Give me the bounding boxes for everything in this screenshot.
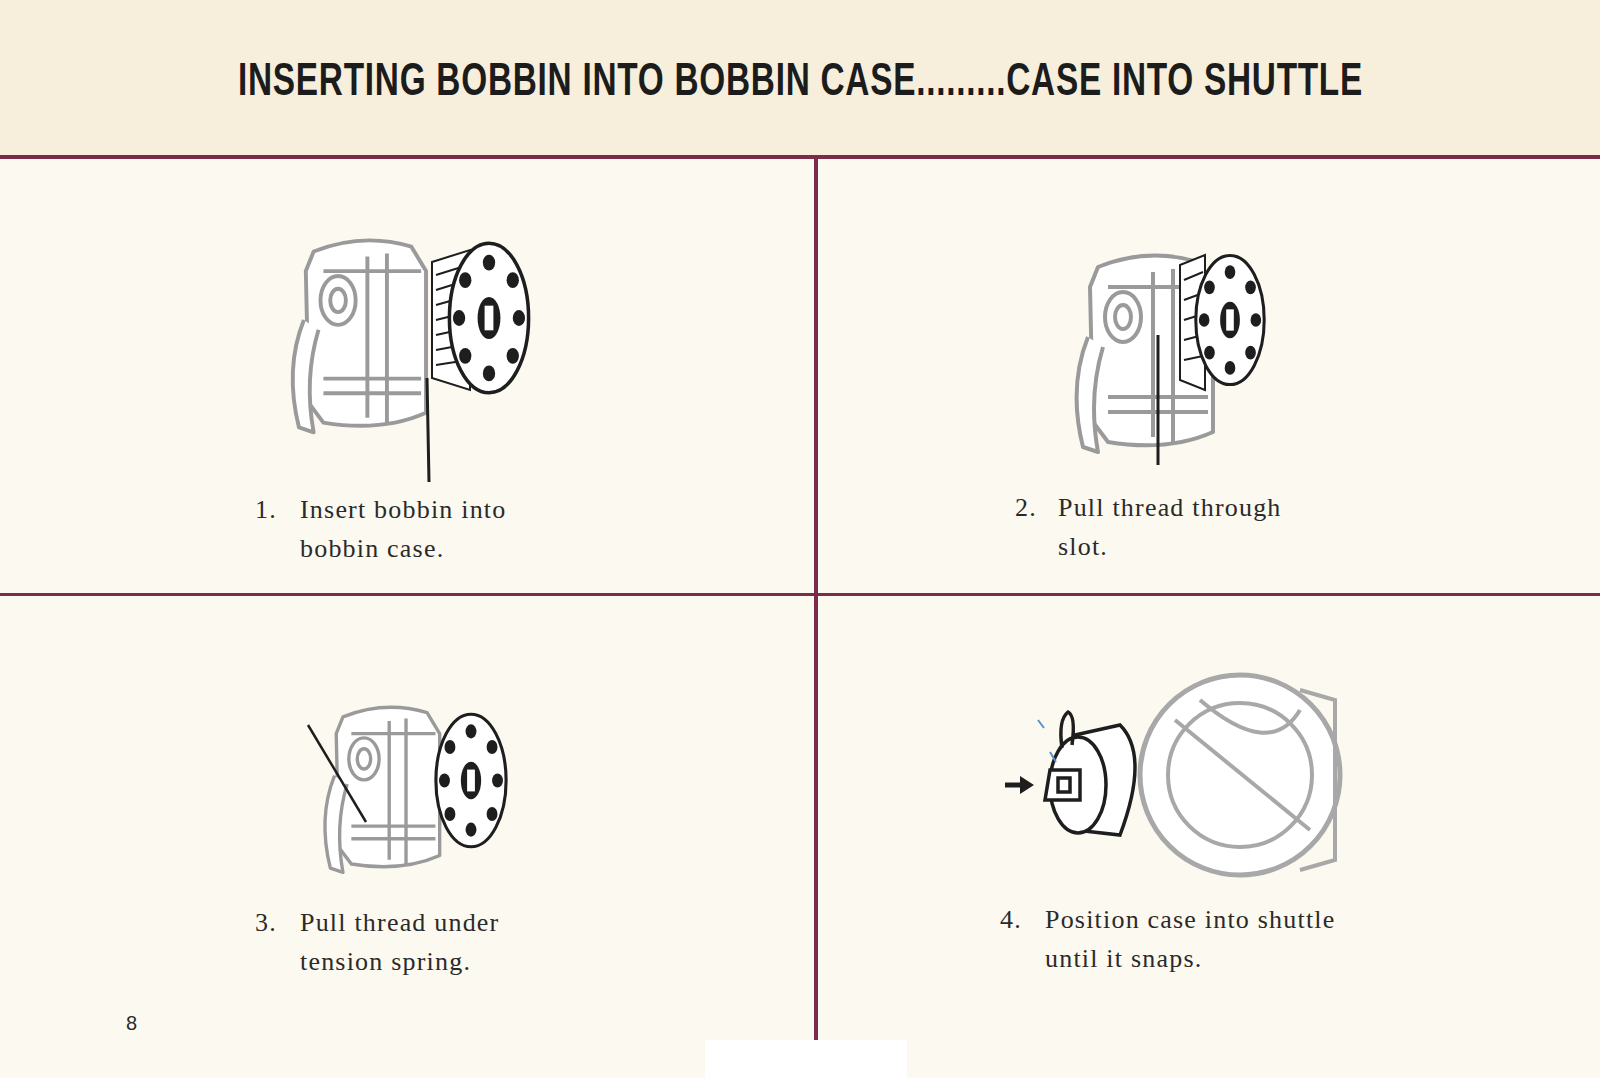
- step-number: 3.: [255, 903, 277, 942]
- page-title: INSERTING BOBBIN INTO BOBBIN CASE.......…: [238, 52, 1363, 106]
- page-number: 8: [126, 1012, 137, 1035]
- step-caption: Pull thread under tension spring.: [300, 903, 555, 981]
- step-number: 2.: [1015, 488, 1037, 527]
- step-caption: Pull thread through slot.: [1058, 488, 1333, 566]
- step-caption: Position case into shuttle until it snap…: [1045, 900, 1395, 978]
- step-number: 1.: [255, 490, 277, 529]
- step-caption: Insert bobbin into bobbin case.: [300, 490, 555, 568]
- step-number: 4.: [1000, 900, 1022, 939]
